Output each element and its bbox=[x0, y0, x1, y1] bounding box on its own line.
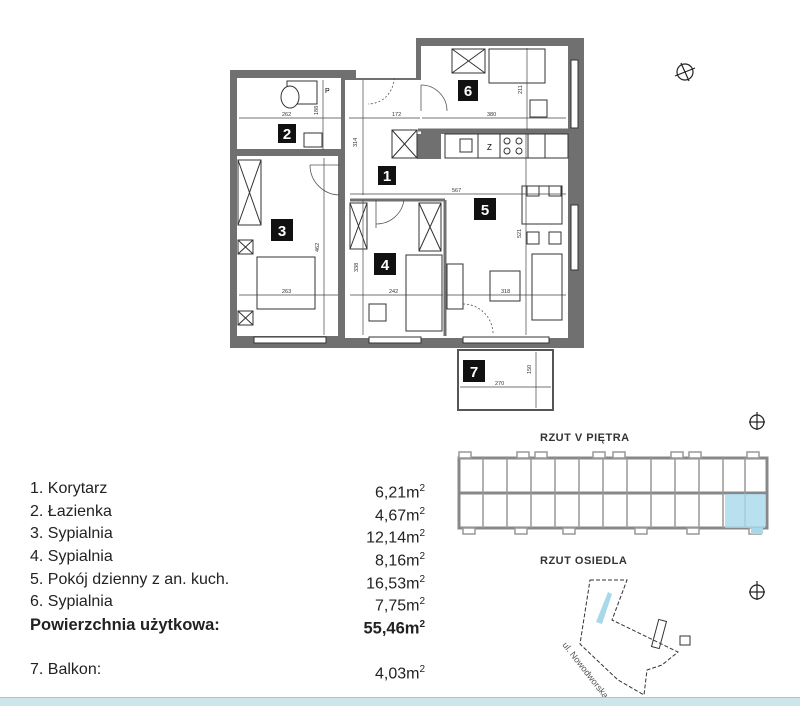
list-item: 2. Łazienka 4,67m2 bbox=[30, 501, 425, 524]
balcony-area: 4,03m2 bbox=[375, 659, 425, 682]
area-value: 12,14m bbox=[366, 529, 420, 547]
dim-318: 318 bbox=[501, 289, 510, 295]
room-number-6: 6 bbox=[464, 83, 472, 100]
dim-314: 314 bbox=[353, 138, 359, 147]
area-value: 8,16m bbox=[374, 552, 420, 570]
area-value: 4,67m bbox=[374, 507, 420, 525]
area-value: 4,03m bbox=[374, 665, 420, 683]
room-area: 12,14m2 bbox=[366, 523, 425, 546]
area-value: 16,53m bbox=[366, 575, 420, 593]
dim-211: 211 bbox=[518, 85, 524, 94]
list-item: 3. Sypialnia 12,14m2 bbox=[30, 523, 425, 546]
dim-270: 270 bbox=[495, 381, 504, 387]
total-label: Powierzchnia użytkowa: bbox=[30, 616, 220, 635]
room-label: 3. Sypialnia bbox=[30, 525, 113, 543]
floor-overview bbox=[457, 451, 769, 535]
dim-188: 188 bbox=[314, 106, 320, 115]
area-unit: 2 bbox=[419, 528, 425, 540]
room-area: 6,21m2 bbox=[375, 478, 425, 501]
area-unit: 2 bbox=[419, 619, 425, 631]
dim-262: 262 bbox=[282, 112, 291, 118]
room-area: 8,16m2 bbox=[375, 546, 425, 569]
balcony-label: 7. Balkon: bbox=[30, 660, 102, 678]
dim-242: 242 bbox=[389, 289, 398, 295]
list-item: 1. Korytarz 6,21m2 bbox=[30, 478, 425, 501]
area-unit: 2 bbox=[419, 551, 425, 563]
area-value: 7,75m bbox=[374, 597, 420, 615]
room-label: 1. Korytarz bbox=[30, 480, 108, 497]
room-number-7: 7 bbox=[470, 364, 478, 381]
room-number-2: 2 bbox=[283, 126, 291, 143]
list-item: 6. Sypialnia 7,75m2 bbox=[30, 591, 425, 614]
compass-icon bbox=[674, 62, 765, 430]
room-area: 16,53m2 bbox=[366, 569, 425, 592]
floor-plan: Z P bbox=[230, 38, 765, 430]
estate-caption: RZUT OSIEDLA bbox=[540, 555, 628, 567]
dim-380: 380 bbox=[487, 112, 496, 118]
estate-map: ul. Nowodworska bbox=[560, 579, 765, 700]
list-item: 5. Pokój dzienny z an. kuch. 16,53m2 bbox=[30, 569, 425, 592]
area-unit: 2 bbox=[419, 573, 425, 585]
apartment-highlight bbox=[725, 494, 765, 528]
room-number-4: 4 bbox=[381, 257, 390, 274]
room-label: 2. Łazienka bbox=[30, 502, 112, 520]
dim-150: 150 bbox=[527, 365, 533, 374]
dim-172: 172 bbox=[392, 112, 401, 118]
dim-567: 567 bbox=[452, 188, 461, 194]
dim-338: 338 bbox=[354, 263, 360, 272]
area-unit: 2 bbox=[419, 483, 425, 494]
compass-icon bbox=[749, 581, 765, 600]
area-value: 6,21m bbox=[374, 484, 420, 502]
list-item: 4. Sypialnia 8,16m2 bbox=[30, 546, 425, 569]
bottom-bar bbox=[0, 697, 800, 706]
area-value: 55,46m bbox=[363, 619, 420, 638]
dim-263: 263 bbox=[282, 289, 291, 295]
room-number-1: 1 bbox=[383, 168, 391, 185]
area-unit: 2 bbox=[419, 596, 425, 608]
area-unit: 2 bbox=[419, 505, 425, 517]
total-area: 55,46m2 bbox=[363, 614, 425, 638]
balcony-row: 7. Balkon: 4,03m2 bbox=[30, 659, 425, 682]
dim-521: 521 bbox=[517, 229, 523, 238]
room-number-5: 5 bbox=[481, 202, 489, 219]
area-unit: 2 bbox=[419, 663, 425, 675]
room-label: 6. Sypialnia bbox=[30, 593, 113, 611]
dim-462: 462 bbox=[315, 243, 321, 252]
shower-label: P bbox=[325, 88, 330, 95]
total-area-row: Powierzchnia użytkowa: 55,46m2 bbox=[30, 614, 425, 638]
room-label: 4. Sypialnia bbox=[30, 548, 113, 566]
room-number-3: 3 bbox=[278, 223, 286, 240]
room-area: 7,75m2 bbox=[375, 591, 425, 614]
room-label: 5. Pokój dzienny z an. kuch. bbox=[30, 570, 230, 588]
room-area: 4,67m2 bbox=[375, 501, 425, 524]
floor-caption: RZUT V PIĘTRA bbox=[540, 432, 630, 444]
fridge-label: Z bbox=[487, 143, 492, 152]
